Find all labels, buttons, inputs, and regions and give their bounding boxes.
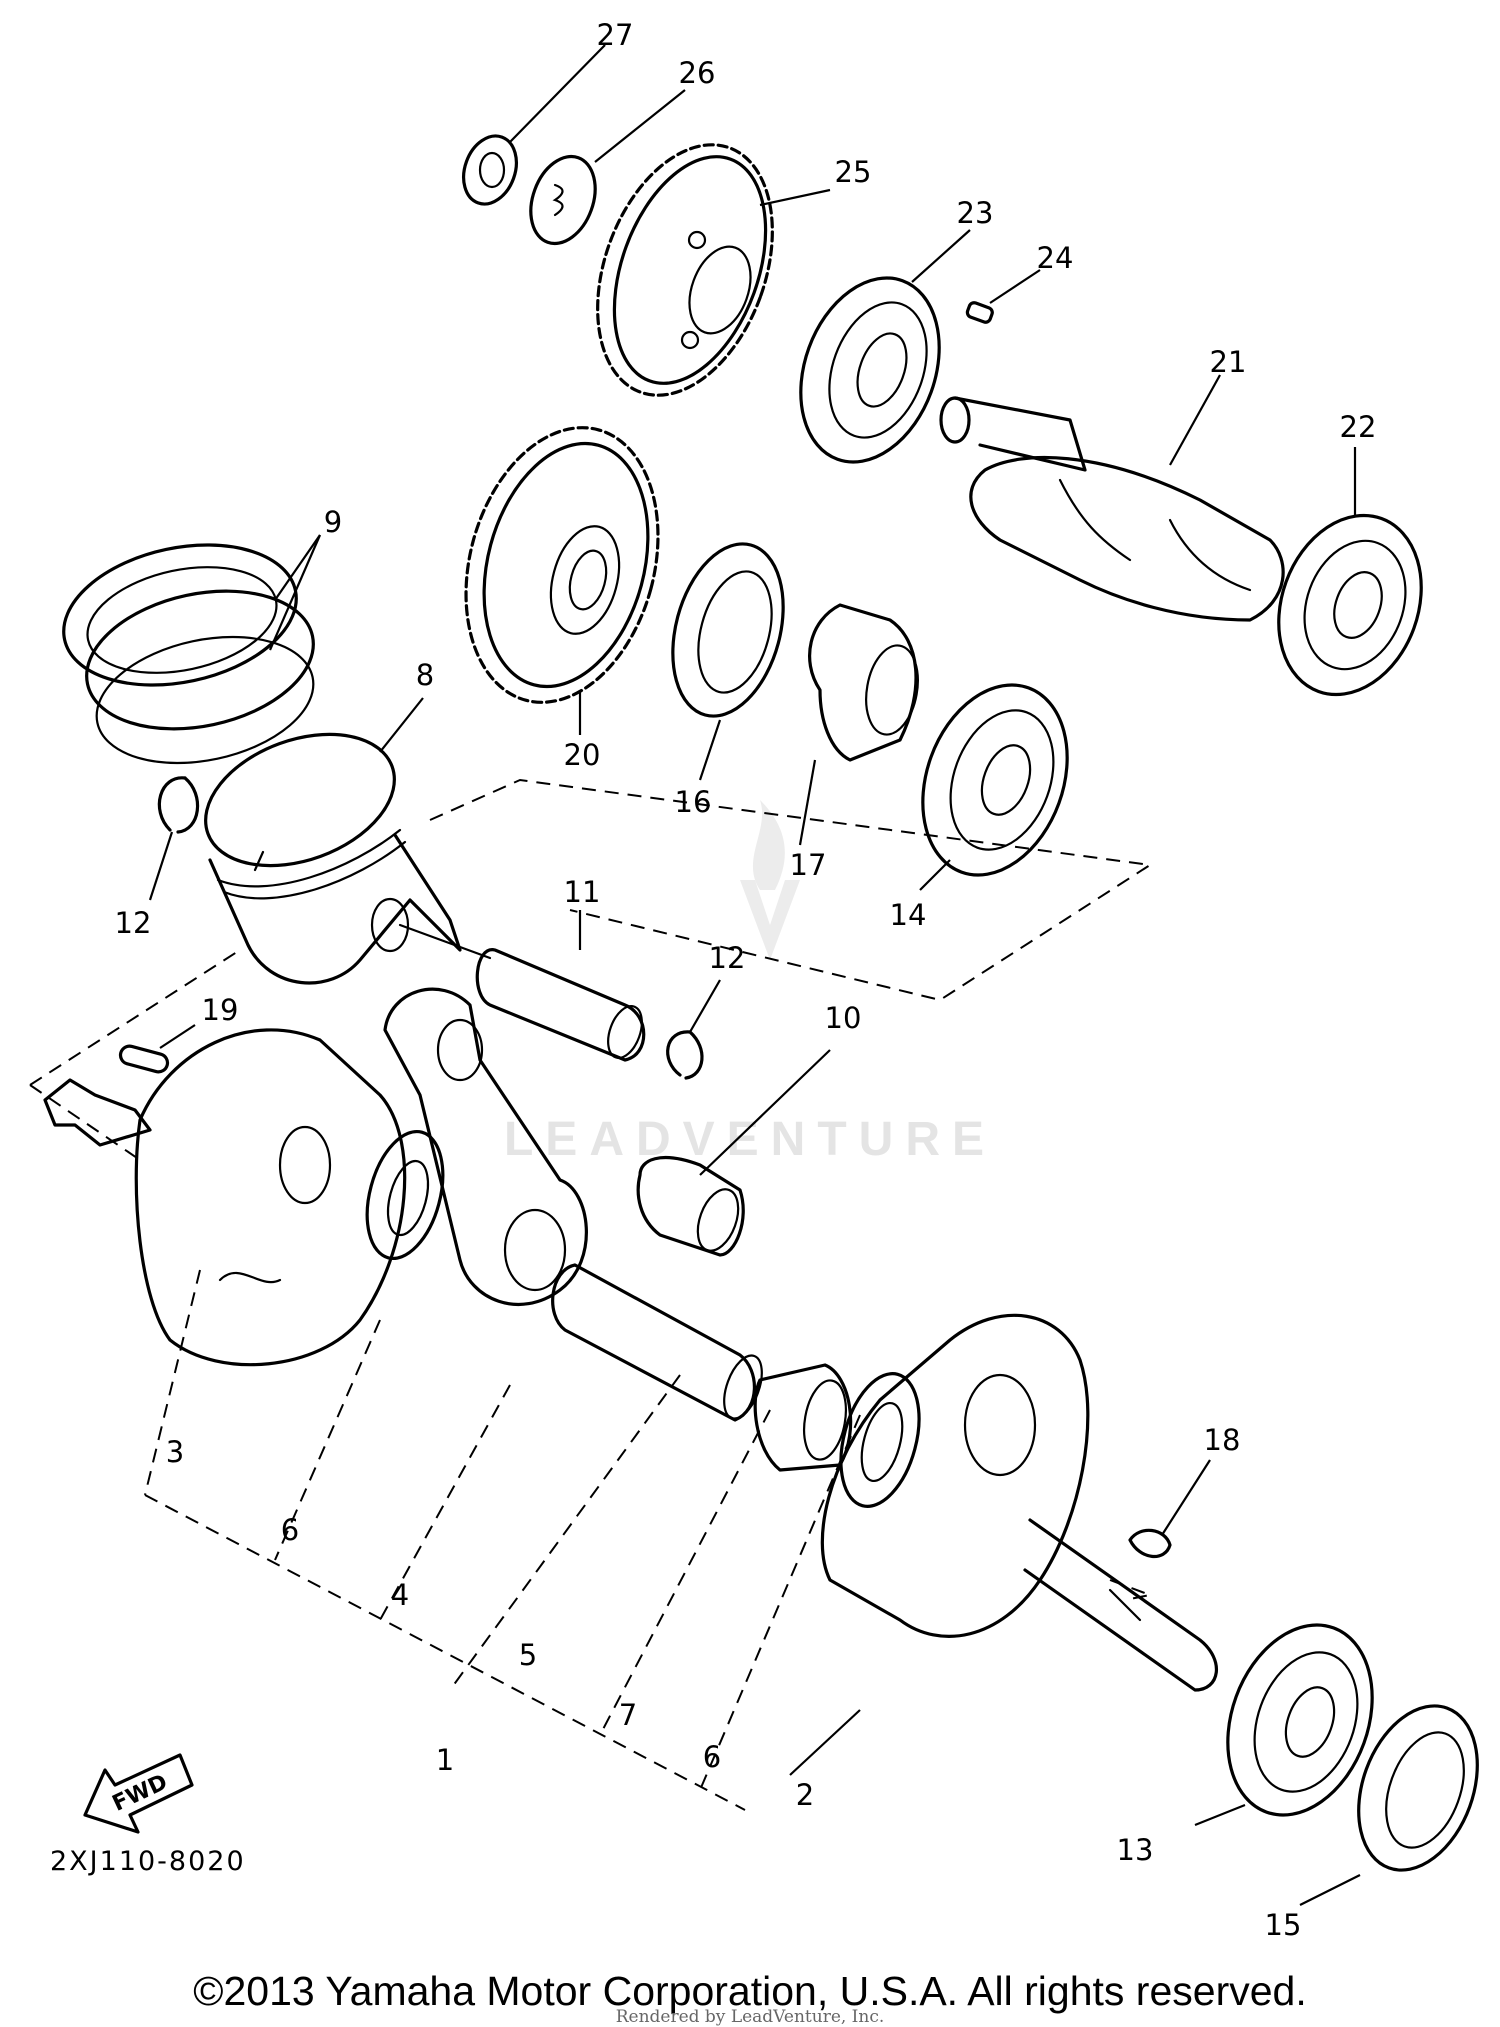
part-14-bearing xyxy=(921,683,1069,877)
part-4-connecting-rod xyxy=(383,987,588,1306)
callout-25: 25 xyxy=(835,155,872,189)
part-23-bearing xyxy=(799,276,941,464)
part-11-piston-pin xyxy=(398,923,646,1062)
callout-11: 11 xyxy=(564,875,601,909)
part-3-crank-left xyxy=(43,1028,407,1367)
callout-leaders xyxy=(148,44,1361,1906)
part-24-key xyxy=(965,301,994,324)
callout-9: 9 xyxy=(324,505,342,539)
part-19-key xyxy=(118,1044,170,1074)
callout-10: 10 xyxy=(825,1001,862,1035)
leadventure-watermark: LEADVENTURE xyxy=(504,800,996,1166)
part-26-washer xyxy=(529,154,597,246)
part-22-bearing xyxy=(1277,513,1423,697)
part-27-nut xyxy=(462,134,518,206)
callout-5: 5 xyxy=(519,1638,537,1672)
callout-26: 26 xyxy=(679,56,716,90)
fwd-arrow-icon: FWD xyxy=(83,1753,194,1834)
assembly-group-lines xyxy=(29,778,1154,1811)
callout-numbers: 27 26 25 23 24 21 22 9 8 20 16 17 14 12 … xyxy=(115,18,1377,1942)
part-2-crank-right xyxy=(820,1313,1218,1692)
part-10-small-end-bearing xyxy=(636,1155,745,1257)
part-18-key xyxy=(1128,1528,1172,1559)
part-12-circlip-right xyxy=(666,1030,704,1080)
part-21-balancer-shaft xyxy=(939,396,1285,622)
callout-2: 2 xyxy=(796,1778,814,1812)
callout-8: 8 xyxy=(416,658,434,692)
callout-17: 17 xyxy=(790,848,827,882)
part-6-washer-right xyxy=(839,1372,921,1508)
callout-7: 7 xyxy=(619,1698,637,1732)
diagram-code: 2XJ110-8020 xyxy=(50,1846,246,1877)
callout-16: 16 xyxy=(675,785,712,819)
part-13-bearing xyxy=(1226,1623,1374,1817)
callout-6-left: 6 xyxy=(281,1513,299,1547)
watermark-text: LEADVENTURE xyxy=(504,1113,996,1166)
callout-21: 21 xyxy=(1210,345,1247,379)
part-6-washer-left xyxy=(365,1129,445,1261)
callout-12-right: 12 xyxy=(709,941,746,975)
callout-20: 20 xyxy=(564,738,601,772)
part-25-driven-gear xyxy=(596,143,774,397)
part-5-crank-pin xyxy=(551,1263,763,1422)
callout-4: 4 xyxy=(391,1578,409,1612)
rendered-by-notice: Rendered by LeadVenture, Inc. xyxy=(615,2007,885,2027)
callout-1: 1 xyxy=(436,1743,454,1777)
callout-13: 13 xyxy=(1117,1833,1154,1867)
callout-3: 3 xyxy=(166,1435,184,1469)
callout-22: 22 xyxy=(1340,410,1377,444)
callout-27: 27 xyxy=(597,18,634,52)
part-8-piston xyxy=(204,732,462,985)
part-17-collar xyxy=(808,603,919,762)
callout-15: 15 xyxy=(1265,1908,1302,1942)
callout-6-right: 6 xyxy=(703,1740,721,1774)
part-16-oil-seal xyxy=(671,542,785,718)
part-20-drive-gear xyxy=(464,426,660,704)
callout-23: 23 xyxy=(957,196,994,230)
callout-19: 19 xyxy=(202,993,239,1027)
callout-18: 18 xyxy=(1204,1423,1241,1457)
part-15-oil-seal xyxy=(1357,1704,1479,1872)
part-7-big-end-bearing xyxy=(753,1363,853,1472)
callout-14: 14 xyxy=(890,898,927,932)
copyright-notice: ©2013 Yamaha Motor Corporation, U.S.A. A… xyxy=(193,1968,1307,2014)
callout-24: 24 xyxy=(1037,241,1074,275)
part-12-circlip-left xyxy=(157,776,200,834)
callout-12-left: 12 xyxy=(115,906,152,940)
